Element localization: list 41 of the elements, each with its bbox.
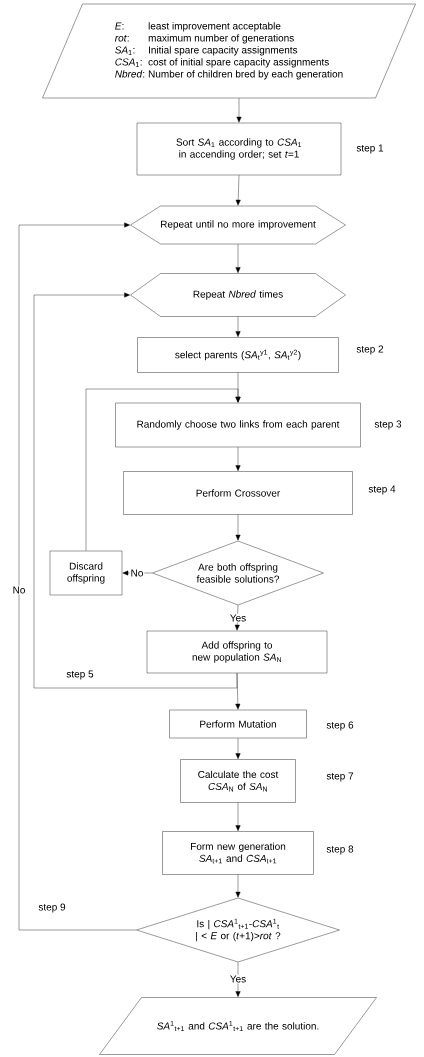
loop-hexagon: Repeat until no more improvement (130, 205, 346, 245)
arrow (18, 222, 137, 931)
io-parallelogram: E: least improvement acceptable rot: maximum number of generations SA$_{1}$: Initial spare capacity assignments CSA$_{1}$: cost of initial spare capacity assignments Nbred: Number of children bred by each generation (42, 3, 416, 99)
arrow (235, 738, 241, 759)
step-label: step 6 (326, 721, 354, 731)
arrow (235, 447, 241, 471)
step-label: step 9 (38, 903, 66, 913)
arrow (235, 874, 241, 898)
process-box: Discard offspring (49, 550, 123, 596)
arrow (236, 98, 242, 123)
process-box: Calculate the cost CSA$_{N}$ of SA$_{N}$ (180, 759, 296, 803)
arrow (85, 388, 241, 551)
step-label: step 4 (368, 485, 396, 495)
arrow (234, 605, 240, 631)
loop-hexagon: Repeat Nbred times (130, 273, 346, 317)
step-label: step 8 (326, 845, 354, 855)
process-box: Sort SA$_{1}$ according to CSA$_{1}$ in accending order; set t=1 (136, 122, 342, 176)
arrow (33, 292, 238, 689)
process-box: Add offspring to new population SA$_{N}$ (146, 630, 328, 674)
io-parallelogram: SA$^{1}$$_{t+1}$ and CSA$^{1}$$_{t+1}$ are the solution. (99, 997, 377, 1055)
process-box: Randomly choose two links from each parent (115, 402, 361, 448)
step-label: step 3 (374, 420, 402, 430)
arrow (235, 175, 241, 206)
step-label: step 2 (356, 345, 384, 355)
process-box: Form new generation SA$_{t+1}$ and CSA$_{t+1}$ (162, 831, 314, 875)
process-box: Perform Crossover (123, 471, 353, 515)
arrow (235, 244, 241, 273)
step-label: step 7 (326, 772, 354, 782)
arrow (235, 962, 241, 997)
edge-label: Yes (228, 974, 248, 984)
arrow (235, 316, 241, 337)
process-box: Perform Mutation (169, 709, 307, 739)
arrow (235, 514, 241, 541)
edge-label: Yes (228, 613, 248, 623)
process-box: select parents (SA$_{t}$$^{y1}$, SA$_{t}$$^{y2}$) (137, 337, 339, 373)
arrow (122, 570, 153, 576)
edge-label: No (11, 585, 27, 595)
edge-label: No (129, 568, 145, 578)
step-label: step 5 (66, 670, 94, 680)
arrow (235, 802, 241, 831)
step-label: step 1 (356, 144, 384, 154)
